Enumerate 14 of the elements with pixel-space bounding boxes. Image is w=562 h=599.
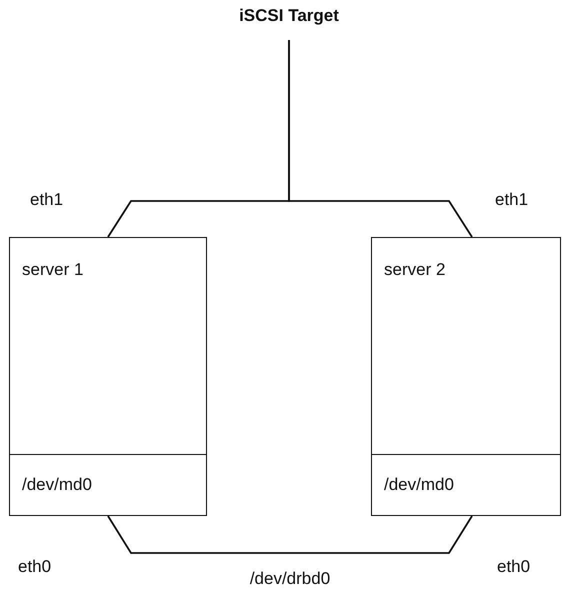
interface-label: eth1 — [30, 190, 64, 210]
device-label: /dev/md0 — [22, 475, 92, 495]
target-label: iSCSI Target — [239, 6, 339, 26]
server-box — [9, 237, 207, 516]
edge-label: /dev/drbd0 — [250, 569, 330, 589]
server-label: server 2 — [384, 260, 446, 280]
server-label: server 1 — [22, 260, 84, 280]
interface-label: eth0 — [18, 557, 52, 577]
interface-label: eth1 — [495, 190, 528, 210]
device-label: /dev/md0 — [384, 475, 454, 495]
interface-label: eth0 — [497, 557, 530, 577]
connector-line — [107, 516, 473, 554]
connector-line — [288, 40, 473, 238]
server-box — [371, 237, 561, 516]
